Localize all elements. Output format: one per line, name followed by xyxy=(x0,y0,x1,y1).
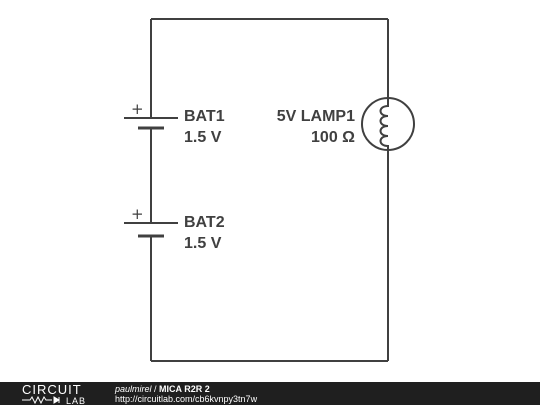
circuitlab-logo[interactable]: CIRCUIT LAB xyxy=(0,382,108,405)
circuit-title[interactable]: MICA R2R 2 xyxy=(159,384,210,394)
bat2-plus-icon: + xyxy=(131,205,144,223)
logo-bottom-text: LAB xyxy=(66,396,86,405)
circuit-url-link[interactable]: http://circuitlab.com/cb6kvnpy3tn7w xyxy=(115,394,258,404)
credit-separator: / xyxy=(151,384,160,394)
bat1-name-label: BAT1 xyxy=(184,108,225,125)
logo-diode-icon xyxy=(53,396,60,404)
bat2-value-label: 1.5 V xyxy=(184,235,222,252)
bat2-name-label: BAT2 xyxy=(184,214,225,231)
circuit-credit: paulmirel / MICA R2R 2 xyxy=(115,384,210,394)
battery-bat1[interactable]: + xyxy=(124,100,178,130)
battery-bat2[interactable]: + xyxy=(124,205,178,238)
bat1-plus-icon: + xyxy=(131,100,144,118)
lamp1-value-label: 100 Ω xyxy=(311,129,355,146)
lamp1-name-label: 5V LAMP1 xyxy=(277,108,355,125)
bat1-value-label: 1.5 V xyxy=(184,129,222,146)
logo-top-text: CIRCUIT xyxy=(22,382,82,397)
logo-resistor-icon xyxy=(22,395,52,405)
circuit-schematic: + BAT1 1.5 V + BAT2 1.5 V 5V LAMP1 100 Ω xyxy=(124,18,415,362)
author-link[interactable]: paulmirel xyxy=(115,384,152,394)
footer-bar: CIRCUIT LAB paulmirel / MICA R2R 2 http:… xyxy=(0,382,540,405)
lamp1-filament-icon xyxy=(379,98,389,151)
lamp-lamp1[interactable] xyxy=(361,97,415,151)
